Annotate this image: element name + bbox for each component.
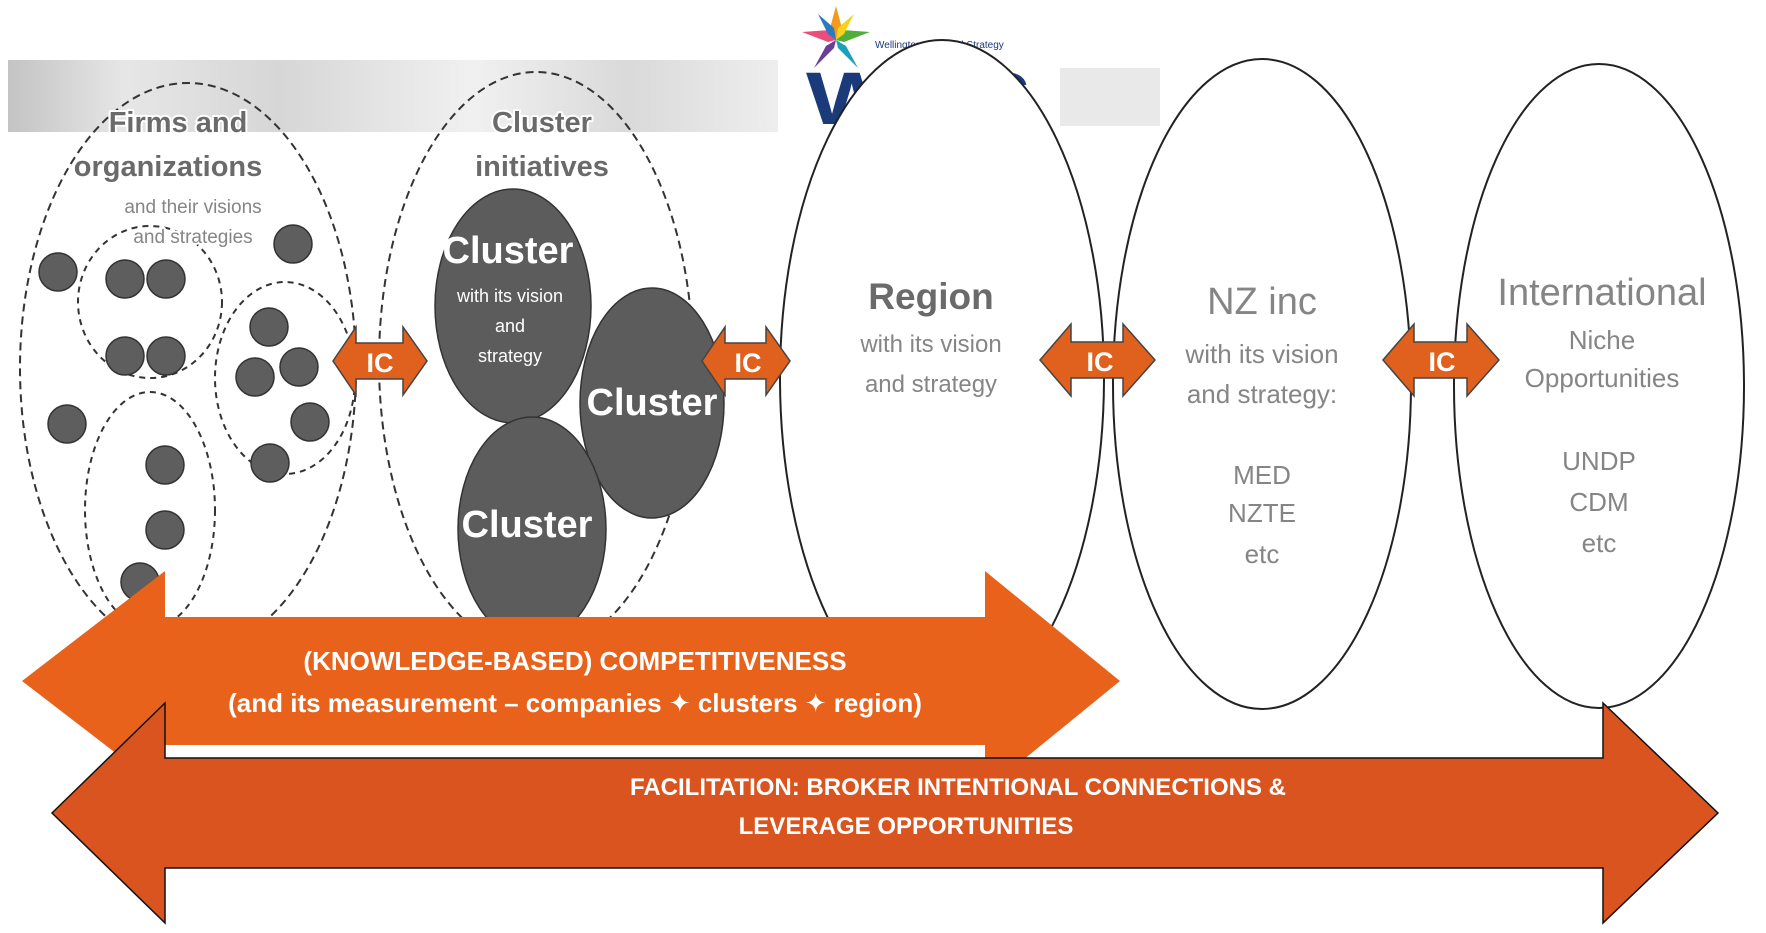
competitiveness-arrow	[22, 571, 1120, 791]
ic-label: IC	[367, 348, 394, 378]
firm-dots	[38, 224, 330, 602]
firm-dot	[290, 402, 330, 442]
firm-dot	[146, 259, 186, 299]
firm-dot	[146, 336, 186, 376]
nzinc-sub-line2: and strategy:	[1187, 379, 1337, 409]
firms-sub-line1: and their visions	[124, 197, 261, 218]
firm-dot	[105, 336, 145, 376]
firms-title-line2: organizations	[74, 151, 263, 183]
ic-label: IC	[1429, 347, 1456, 377]
firm-dot	[145, 510, 185, 550]
nzinc-title: NZ inc	[1207, 281, 1317, 323]
international-item: UNDP	[1562, 446, 1636, 476]
ic-arrow-shape	[1039, 321, 1157, 399]
cluster-top-sub-line3: strategy	[478, 346, 542, 366]
cluster-top-sub-line1: with its vision	[456, 286, 563, 306]
region-sub-line2: and strategy	[865, 371, 997, 398]
cluster-top-title: Cluster	[443, 230, 574, 272]
ic-connector-3: IC	[1039, 321, 1157, 399]
ic-connector-4: IC	[1382, 321, 1501, 399]
header-banner-right	[1060, 68, 1160, 126]
international-item: CDM	[1569, 487, 1628, 517]
firms-title-line1: Firms and	[109, 107, 248, 139]
cluster-right-title: Cluster	[587, 382, 718, 424]
competitiveness-line1: (KNOWLEDGE-BASED) COMPETITIVENESS	[303, 646, 846, 676]
firm-dot	[235, 357, 275, 397]
international-sub-line2: Opportunities	[1525, 363, 1680, 393]
region-title: Region	[868, 276, 993, 317]
firm-dot	[38, 252, 78, 292]
ic-arrow-shape	[332, 324, 428, 398]
cluster-initiatives-title-line2: initiatives	[475, 151, 609, 183]
facilitation-line1: FACILITATION: BROKER INTENTIONAL CONNECT…	[630, 774, 1286, 801]
ic-connector-2: IC	[701, 324, 791, 398]
nzinc-item: etc	[1245, 539, 1280, 569]
firm-dot	[250, 443, 290, 483]
firm-dot	[145, 445, 185, 485]
ic-label: IC	[735, 348, 762, 378]
ic-arrow-shape	[701, 324, 791, 398]
cluster-top-circle	[434, 188, 592, 424]
firm-dot	[279, 347, 319, 387]
international-title: International	[1497, 272, 1706, 314]
cluster-top-sub-line2: and	[495, 316, 525, 336]
international-ellipse	[1453, 63, 1745, 709]
facilitation-line2: LEVERAGE OPPORTUNITIES	[739, 813, 1074, 840]
facilitation-arrow	[50, 701, 1720, 925]
firm-dot	[273, 224, 313, 264]
nzinc-item: MED	[1233, 460, 1291, 490]
ic-arrow-shape	[1382, 321, 1501, 399]
international-sub-line1: Niche	[1569, 325, 1635, 355]
firm-dot	[47, 404, 87, 444]
cluster-initiatives-title-line1: Cluster	[492, 107, 592, 139]
competitiveness-line2: (and its measurement – companies ✦ clust…	[228, 688, 922, 718]
nzinc-sub-line1: with its vision	[1184, 339, 1338, 369]
nzinc-item: NZTE	[1228, 498, 1296, 528]
cluster-bottom-title: Cluster	[462, 504, 593, 546]
cluster-right-circle	[579, 287, 725, 519]
international-item: etc	[1582, 528, 1617, 558]
ic-label: IC	[1087, 347, 1114, 377]
ic-connector-1: IC	[332, 324, 428, 398]
firm-subgroup-ellipse	[77, 225, 223, 379]
firms-sub-line2: and strategies	[133, 227, 252, 248]
firm-dot	[249, 307, 289, 347]
firm-dot	[105, 259, 145, 299]
region-sub-line1: with its vision	[859, 331, 1001, 358]
star-icon	[802, 6, 870, 68]
